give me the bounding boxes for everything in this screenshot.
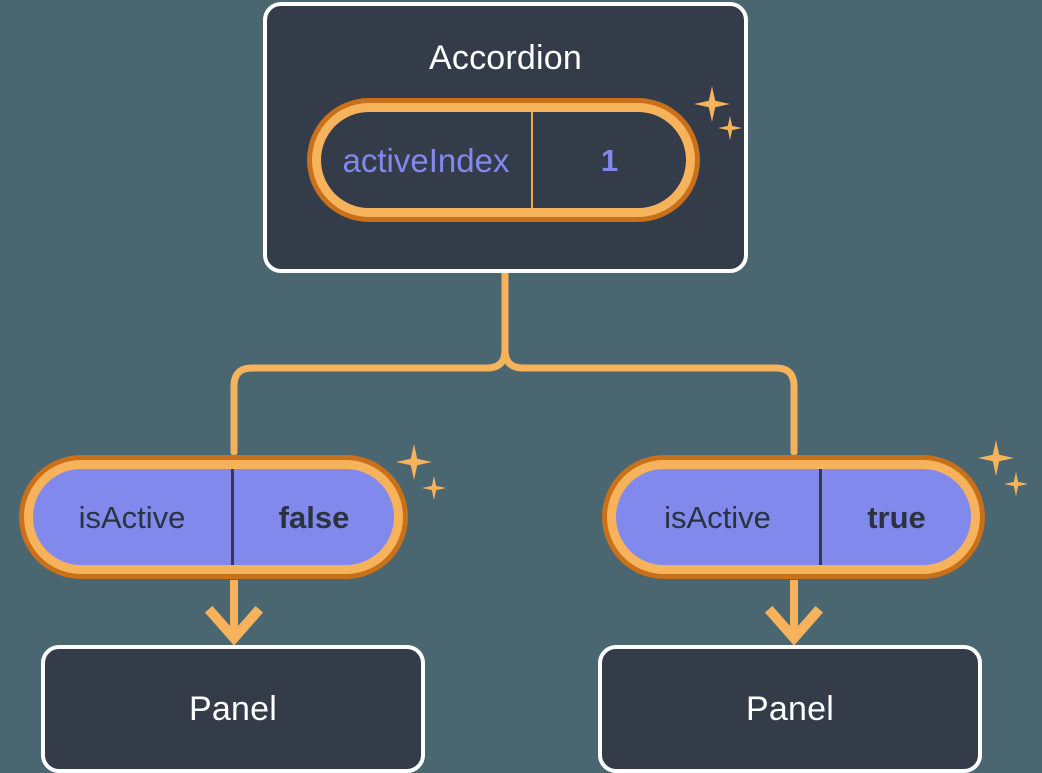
sparkle-small-icon <box>422 476 446 500</box>
state-pill-ring: isActive false <box>24 460 403 574</box>
state-pill-value: 1 <box>600 142 619 178</box>
sparkle-large-icon <box>396 444 432 480</box>
state-pill-body: activeIndex 1 <box>321 112 686 208</box>
arrow-down-icon-right <box>764 605 824 646</box>
state-pill-value: false <box>278 499 350 535</box>
state-pill-ring: isActive true <box>607 460 980 574</box>
wire-to-left-branch <box>230 269 509 456</box>
state-pill-key: isActive <box>33 469 234 565</box>
node-panel-right[interactable]: Panel <box>598 645 982 773</box>
state-pill-key: isActive <box>616 469 822 565</box>
sparkle-large-icon <box>978 440 1014 476</box>
sparkle-small-icon <box>1004 472 1028 496</box>
state-pill-value: true <box>867 499 926 535</box>
wire-to-right-branch <box>501 269 798 456</box>
state-pill-is-active-false[interactable]: isActive false <box>19 455 408 579</box>
node-panel-left-title: Panel <box>189 690 277 728</box>
state-pill-key: activeIndex <box>321 112 533 208</box>
state-pill-ring: activeIndex 1 <box>312 103 695 217</box>
node-panel-right-title: Panel <box>746 690 834 728</box>
node-accordion-title: Accordion <box>429 39 582 77</box>
state-pill-is-active-true[interactable]: isActive true <box>602 455 985 579</box>
state-pill-body: isActive false <box>33 469 394 565</box>
node-panel-left[interactable]: Panel <box>41 645 425 773</box>
state-pill-active-index[interactable]: activeIndex 1 <box>307 98 700 222</box>
state-pill-body: isActive true <box>616 469 971 565</box>
arrow-down-icon-left <box>204 605 264 646</box>
